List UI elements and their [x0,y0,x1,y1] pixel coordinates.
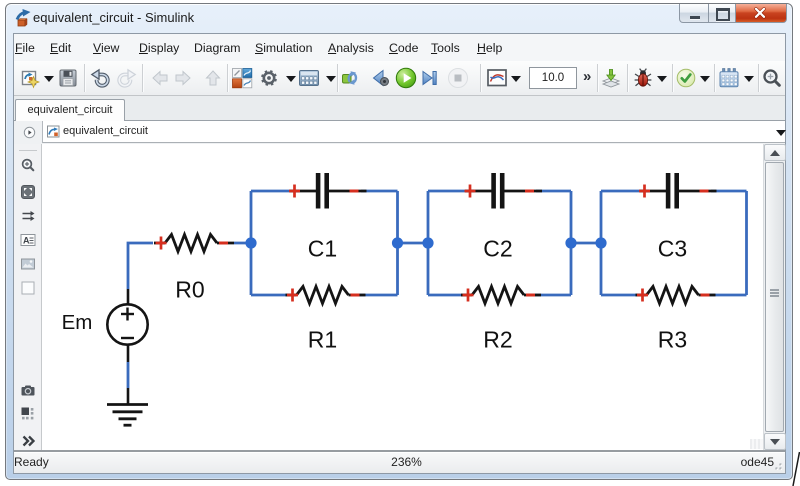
svg-text:C3: C3 [658,236,687,262]
svg-text:C2: C2 [483,236,512,262]
svg-text:R1: R1 [308,327,337,353]
svg-text:A: A [23,235,30,245]
svg-text:C1: C1 [308,236,337,262]
svg-text:R3: R3 [658,327,687,353]
svg-text:R2: R2 [483,327,512,353]
svg-text:R0: R0 [175,277,204,303]
svg-text:Em: Em [62,311,93,334]
